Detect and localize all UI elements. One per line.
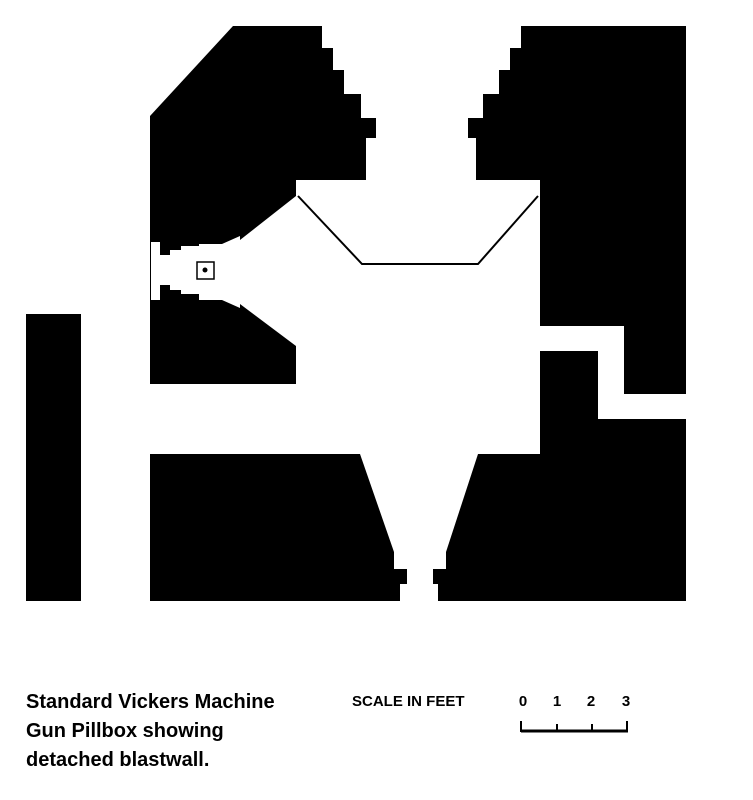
scale-label: SCALE IN FEET [352,693,465,710]
caption-line-1: Standard Vickers Machine [26,691,275,713]
caption-line-2: Gun Pillbox showing [26,720,224,742]
scale-tick-0: 0 [518,693,528,710]
scale-tick-3: 3 [621,693,631,710]
caption-line-3: detached blastwall. [26,749,210,771]
embrasure-bottom [360,454,478,601]
detached-blastwall [26,314,81,601]
figure-caption: Standard Vickers Machine Gun Pillbox sho… [26,688,275,775]
embrasure-left [151,196,296,346]
shelf-outline [297,195,539,265]
scale-tick-2: 2 [586,693,596,710]
scale-tick-1: 1 [552,693,562,710]
embrasure-top [322,26,521,183]
scale-bar [520,721,628,733]
entrance-passage [540,326,686,419]
interior-chamber [150,180,540,454]
